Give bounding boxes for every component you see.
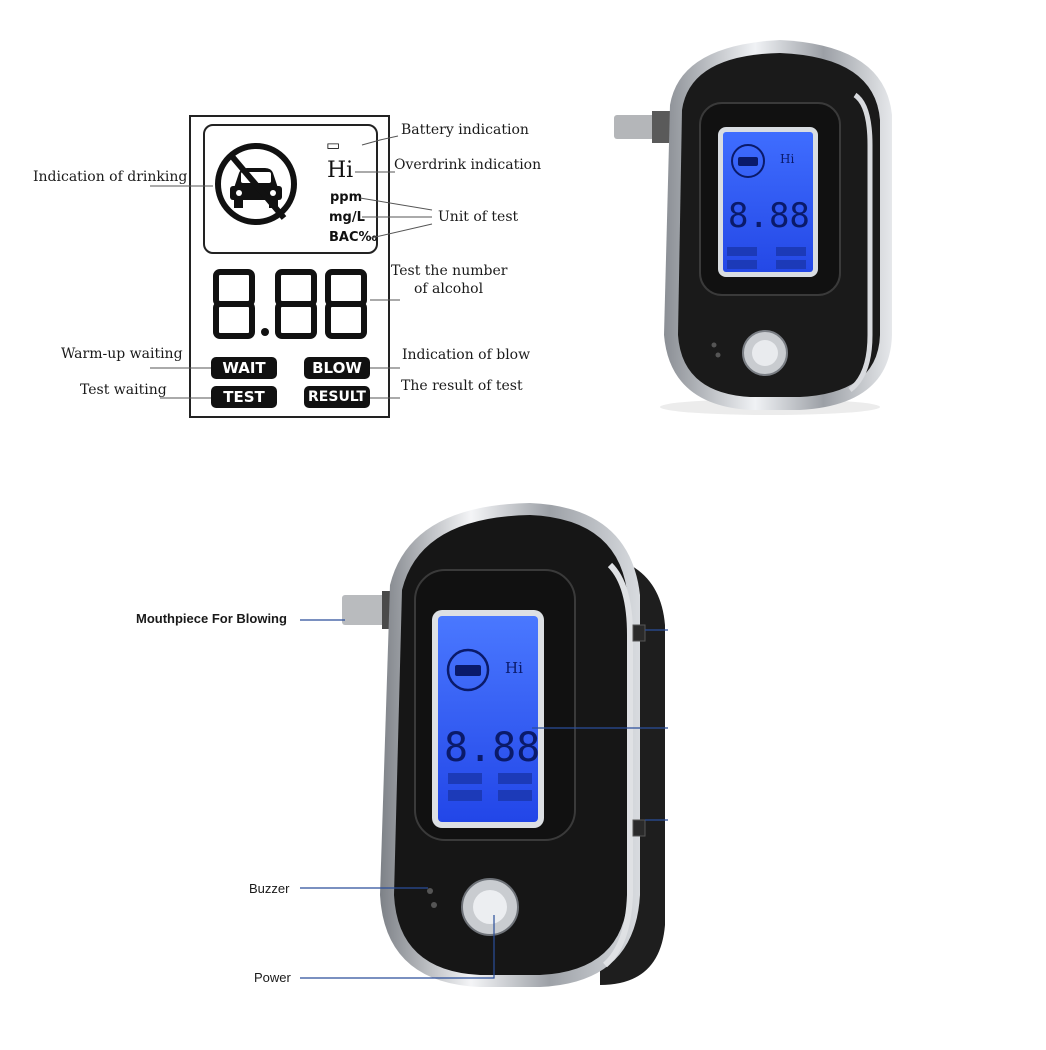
test-number-label-line1: Test the number	[391, 263, 508, 279]
lcd-digits	[213, 269, 367, 339]
no-drinking-icon	[215, 143, 297, 225]
battery-icon: ▭	[326, 136, 341, 154]
warmup-waiting-label: Warm-up waiting	[61, 346, 183, 362]
lcd-icon-box	[203, 124, 378, 254]
test-number-label-line2: of alcohol	[414, 281, 484, 297]
breathalyzer-device-large: Hi 8.88	[342, 503, 665, 987]
lcd-hi-text: Hi	[327, 158, 354, 183]
lcd-wait-pill: WAIT	[211, 357, 277, 379]
overdrink-indication-label: Overdrink indication	[394, 157, 542, 173]
svg-text:Hi: Hi	[505, 659, 523, 677]
result-of-test-label: The result of test	[401, 378, 523, 394]
svg-text:Hi: Hi	[780, 152, 794, 166]
lcd-test-pill: TEST	[211, 386, 277, 408]
breathalyzer-device-small: Hi 8.88	[614, 40, 892, 415]
svg-text:8.88: 8.88	[728, 196, 810, 236]
lcd-blow-pill: BLOW	[304, 357, 370, 379]
battery-indication-label: Battery indication	[401, 122, 529, 138]
power-label: Power	[254, 970, 291, 985]
indication-of-drinking-label: Indication of drinking	[33, 169, 188, 185]
lcd-bac-text: BAC‰	[329, 230, 378, 245]
lcd-mgl-text: mg/L	[329, 210, 365, 225]
unit-of-test-label: Unit of test	[438, 209, 519, 225]
svg-text:8.88: 8.88	[444, 725, 540, 771]
lcd-ppm-text: ppm	[330, 190, 363, 205]
mouthpiece-label: Mouthpiece For Blowing	[136, 611, 287, 626]
buzzer-label: Buzzer	[249, 881, 290, 896]
test-waiting-label: Test waiting	[80, 382, 167, 398]
indication-of-blow-label: Indication of blow	[402, 347, 531, 363]
lcd-result-pill: RESULT	[304, 386, 370, 408]
